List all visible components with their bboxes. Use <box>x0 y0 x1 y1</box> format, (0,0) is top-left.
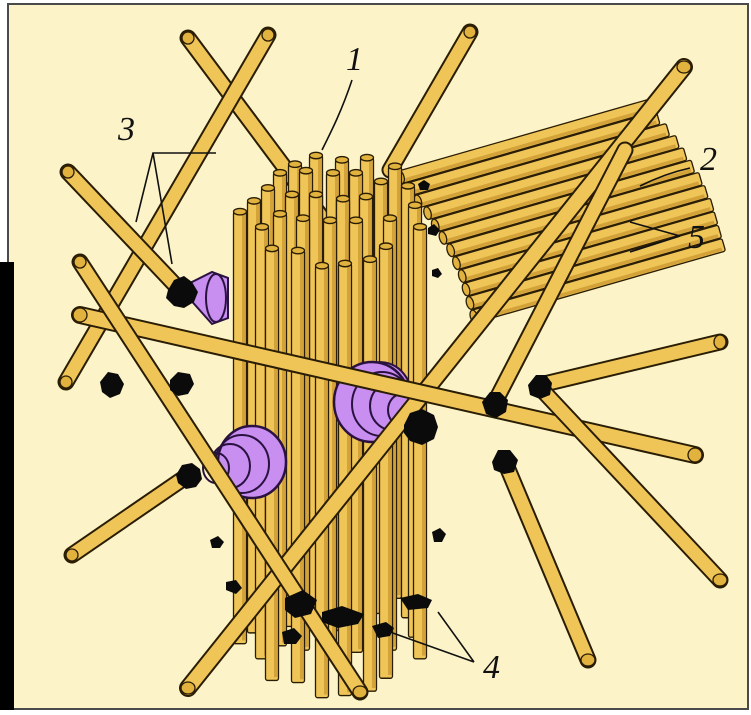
label-4: 4 <box>483 649 500 686</box>
label-2: 2 <box>700 141 717 178</box>
label-5: 5 <box>688 219 705 256</box>
left-black-strip <box>0 262 14 710</box>
label-3: 3 <box>117 111 135 148</box>
label-1: 1 <box>346 41 363 78</box>
